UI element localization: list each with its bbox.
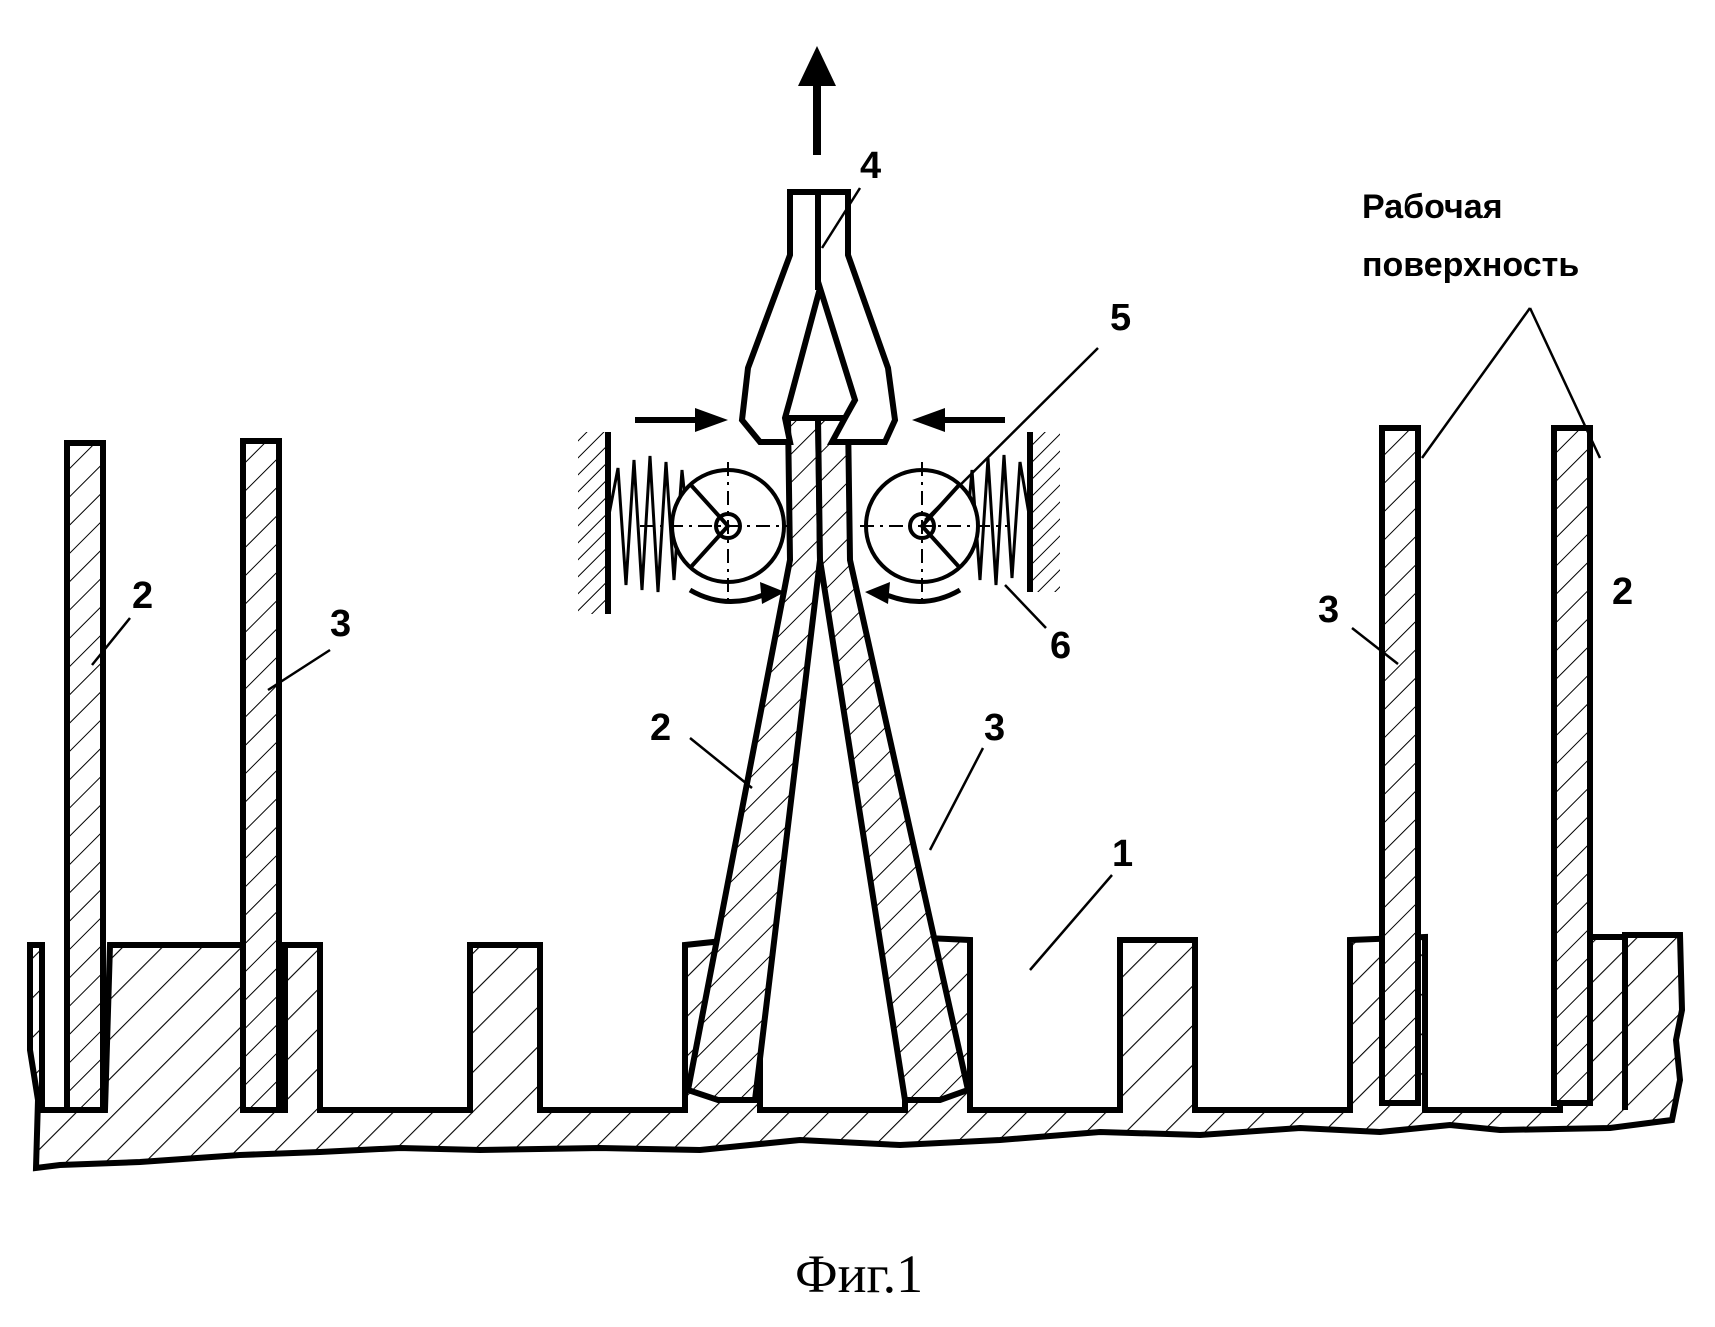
label-right-wire-2: 2 bbox=[1612, 571, 1633, 613]
annotation-line-1: Рабочая bbox=[1362, 188, 1503, 226]
annotation-line-2: поверхность bbox=[1362, 246, 1579, 284]
label-clamp: 4 bbox=[860, 145, 881, 187]
pull-arrow-up bbox=[798, 46, 836, 155]
label-center-wire-2: 2 bbox=[650, 707, 671, 749]
label-base: 1 bbox=[1112, 833, 1133, 875]
right-wire-2 bbox=[1554, 428, 1590, 1103]
right-wall bbox=[1030, 432, 1060, 592]
label-right-wire-3: 3 bbox=[1318, 589, 1339, 631]
left-wire-2 bbox=[67, 443, 103, 1110]
compress-arrow-left bbox=[635, 408, 728, 432]
label-left-wire-2: 2 bbox=[132, 575, 153, 617]
left-wire-3 bbox=[243, 441, 279, 1110]
label-spring: 6 bbox=[1050, 625, 1071, 667]
clamp bbox=[742, 192, 895, 442]
label-center-wire-3: 3 bbox=[984, 707, 1005, 749]
right-wire-3 bbox=[1382, 428, 1418, 1103]
label-roller: 5 bbox=[1110, 297, 1131, 339]
figure-caption: Фиг.1 bbox=[795, 1244, 923, 1304]
working-surface-annotation: Рабочая поверхность bbox=[1362, 188, 1579, 284]
label-left-wire-3: 3 bbox=[330, 603, 351, 645]
left-wall bbox=[578, 432, 608, 614]
compress-arrow-right bbox=[912, 408, 1005, 432]
